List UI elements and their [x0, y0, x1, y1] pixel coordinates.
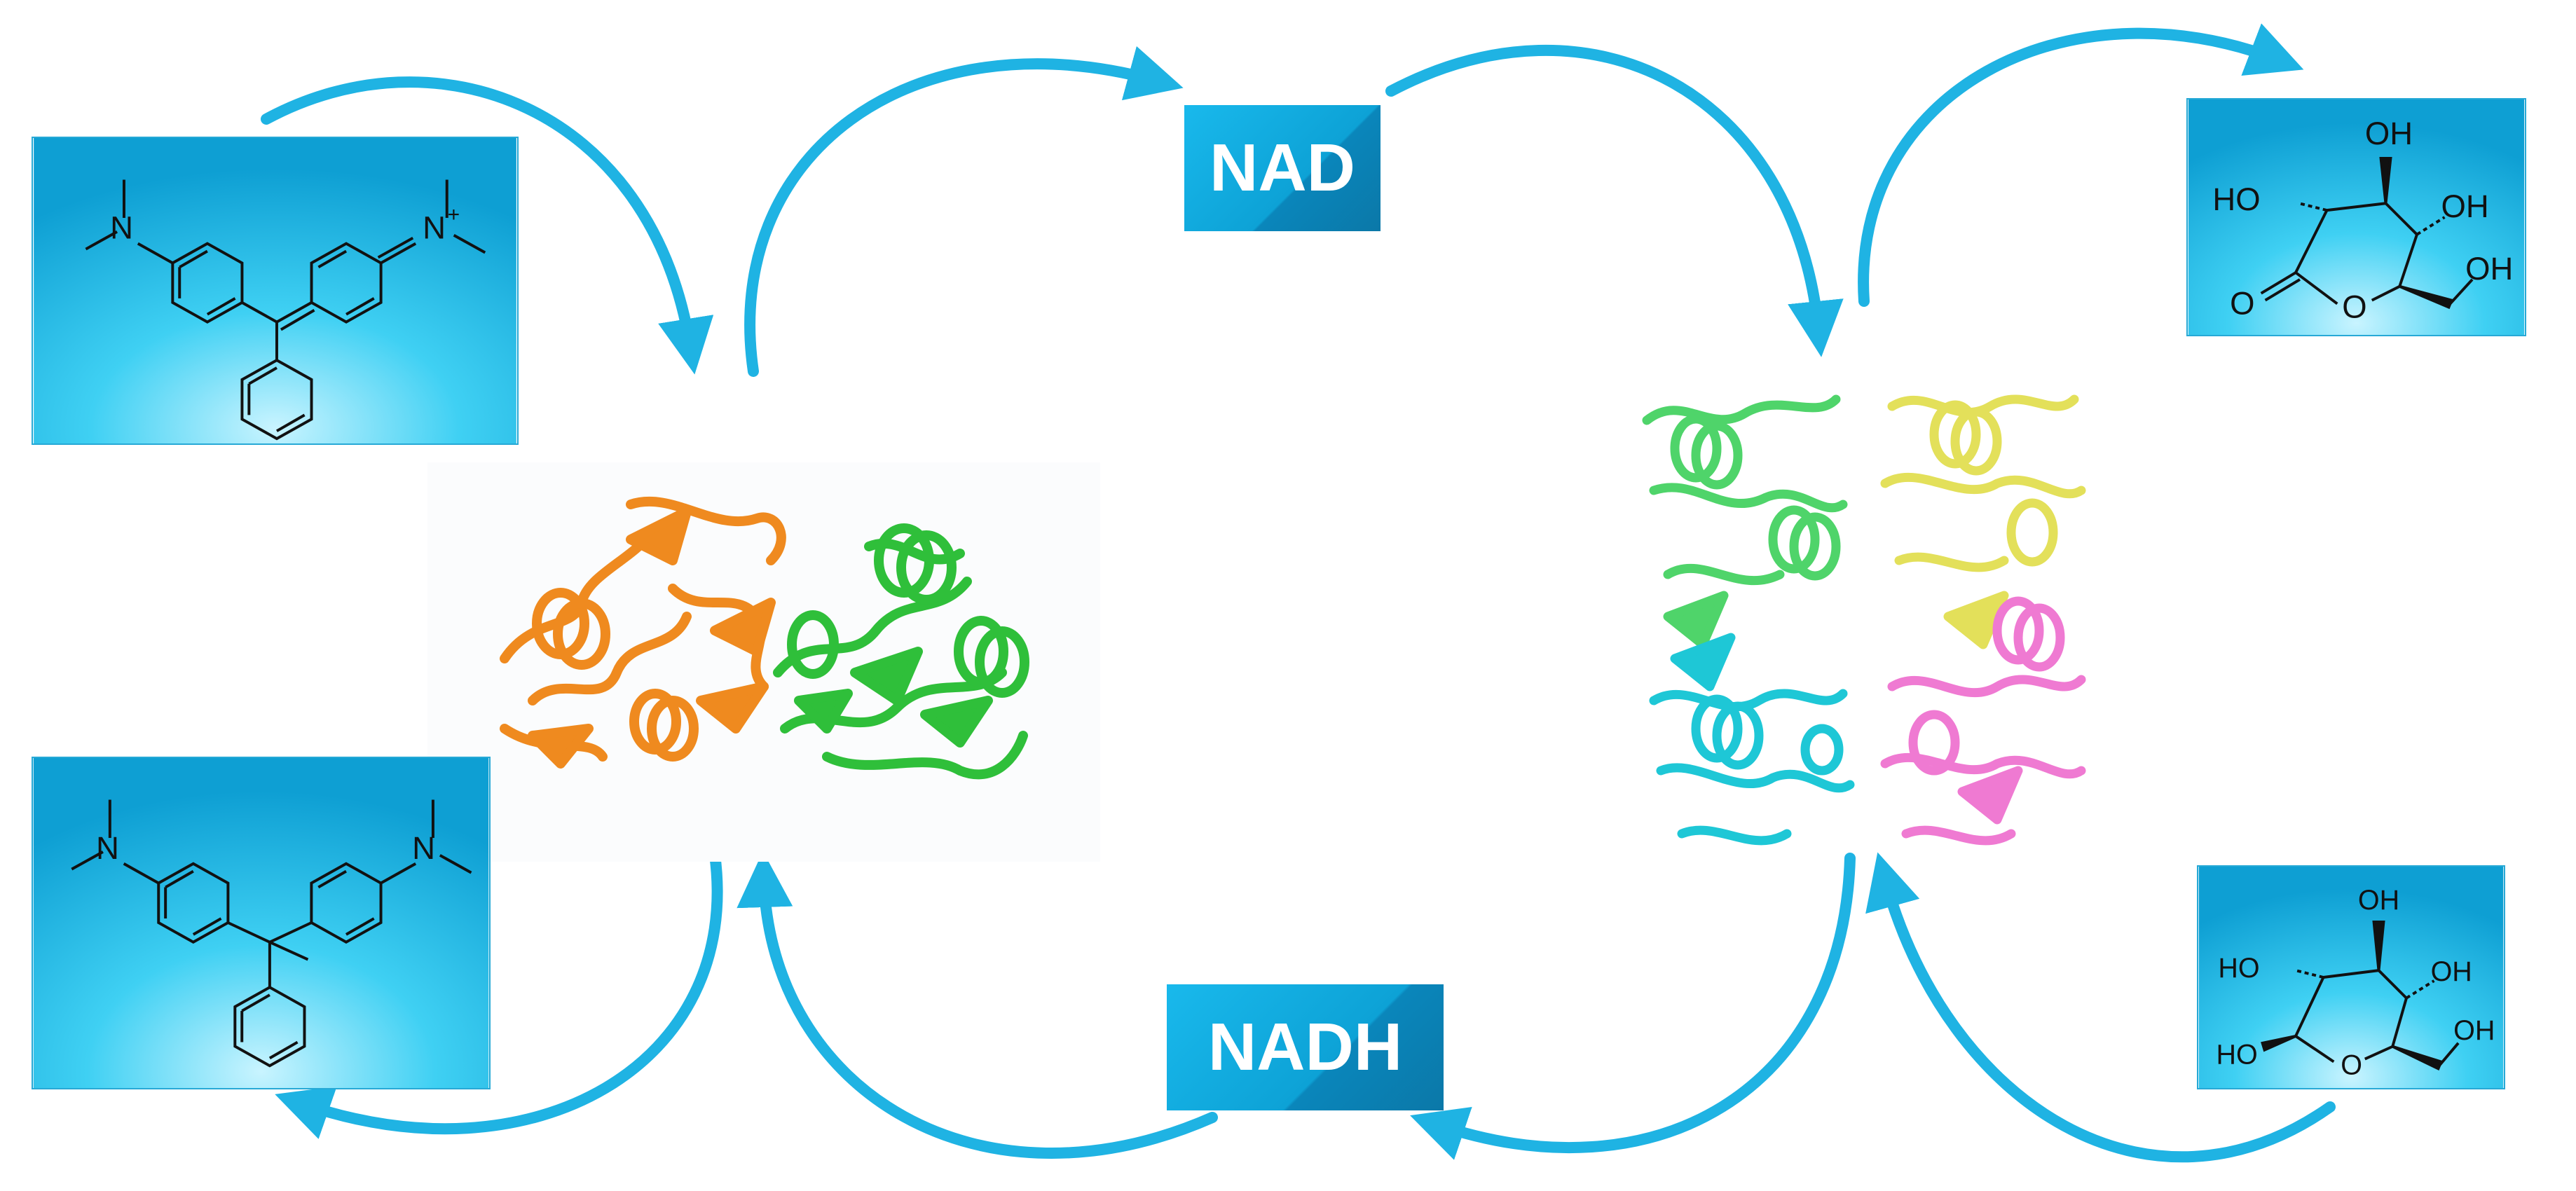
- lactone-ho-left: HO: [2212, 181, 2260, 217]
- card-gluconolactone: OH HO OH O O OH: [2186, 98, 2526, 336]
- nad-text: NAD: [1210, 130, 1355, 205]
- arrow-enzyme1-to-nad: [744, 46, 1184, 377]
- dye-plus-sign: +: [448, 203, 460, 226]
- lactone-oh-right: OH: [2441, 188, 2489, 224]
- arrow-glucose-to-enzyme2: [1865, 852, 2336, 1163]
- dye-n-right: N: [423, 210, 446, 246]
- lactone-carbonyl-o: O: [2230, 285, 2254, 321]
- arrow-dye-to-enzyme1: [261, 76, 714, 375]
- molecule-dye-cation: N N +: [34, 138, 516, 443]
- arrow-nadh-to-enzyme1: [737, 851, 1218, 1159]
- arrow-nad-to-enzyme2: [1385, 45, 1844, 357]
- enzyme-right-yellow-subunit: [1880, 394, 2086, 649]
- nadh-label: NADH: [1167, 984, 1444, 1110]
- arrow-enzyme2-to-lactone: [1858, 23, 2304, 307]
- card-dye-cation: N N +: [32, 137, 519, 445]
- leuco-n-right: N: [412, 830, 435, 866]
- glucose-ho-left: HO: [2218, 953, 2259, 984]
- glucose-oh-right: OH: [2431, 956, 2472, 987]
- nad-label: NAD: [1184, 105, 1381, 231]
- glucose-ho-anomeric: HO: [2216, 1039, 2257, 1070]
- nadh-text: NADH: [1207, 1010, 1403, 1085]
- card-leuco-dye: N N: [32, 757, 491, 1089]
- card-glucose: OH HO OH HO O OH: [2197, 865, 2505, 1089]
- enzyme-left-green-domain: [773, 523, 1029, 780]
- enzyme-right-structure: [1642, 394, 2086, 846]
- lactone-oh-ch2: OH: [2465, 251, 2513, 287]
- lactone-oh-top: OH: [2365, 116, 2413, 151]
- molecule-glucose: OH HO OH HO O OH: [2198, 867, 2504, 1088]
- glucose-oh-ch2: OH: [2453, 1015, 2495, 1046]
- enzyme-right-cyan-subunit: [1649, 633, 1855, 846]
- arrow-enzyme2-to-nadh: [1410, 853, 1856, 1160]
- lactone-ring-o: O: [2342, 289, 2366, 324]
- glucose-oh-top: OH: [2358, 885, 2399, 916]
- dye-n-left: N: [110, 210, 133, 246]
- arrow-enzyme1-to-leuco: [275, 849, 723, 1139]
- glucose-ring-o: O: [2341, 1049, 2362, 1080]
- enzyme-left-structure: [427, 462, 1100, 862]
- enzyme-right-lime-subunit: [1642, 394, 1848, 649]
- leuco-n-left: N: [96, 830, 119, 866]
- enzyme-right-pink-subunit: [1880, 596, 2086, 846]
- enzyme-left-orange-domain: [500, 496, 786, 769]
- molecule-gluconolactone: OH HO OH O O OH: [2188, 99, 2525, 335]
- molecule-leuco-dye: N N: [33, 758, 489, 1088]
